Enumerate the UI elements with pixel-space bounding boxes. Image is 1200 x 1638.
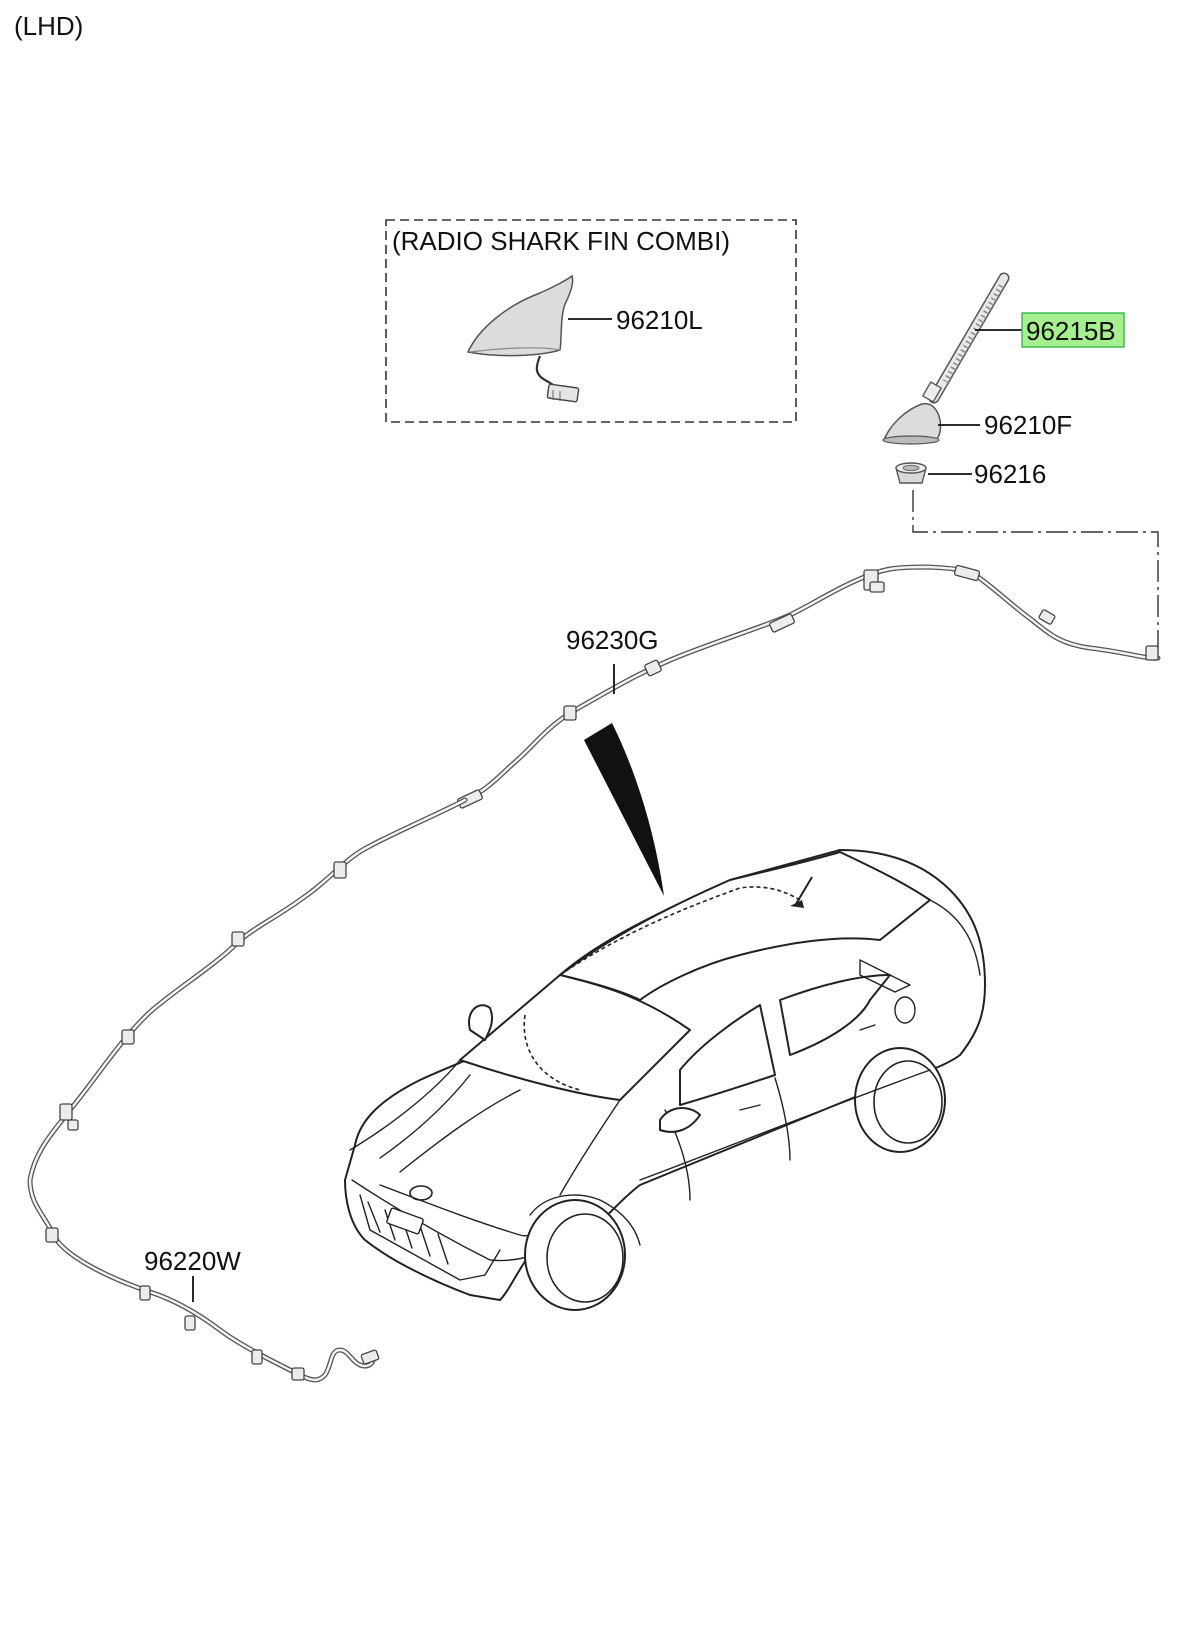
label-96230G: 96230G [566, 625, 659, 655]
lhd-label: (LHD) [14, 11, 83, 41]
antenna-base [882, 402, 942, 445]
main-feeder-cable [27, 797, 468, 1383]
connector-lead [912, 490, 1159, 655]
shark-fin-antenna [466, 274, 580, 403]
shark-fin-group-box: (RADIO SHARK FIN COMBI) 96210L [385, 219, 797, 423]
antenna-pole [921, 272, 1010, 404]
location-pointer [584, 723, 664, 896]
label-96210F: 96210F [984, 410, 1072, 440]
antenna-pad [895, 462, 927, 484]
label-96215B: 96215B [1026, 316, 1116, 346]
label-96216: 96216 [974, 459, 1046, 489]
roof-cable [457, 564, 1161, 809]
label-96210L: 96210L [616, 305, 703, 335]
car-illustration [344, 849, 986, 1311]
label-96220W: 96220W [144, 1246, 241, 1276]
highlight-box-96215B [1021, 312, 1125, 348]
group-box-title: (RADIO SHARK FIN COMBI) [392, 226, 730, 256]
